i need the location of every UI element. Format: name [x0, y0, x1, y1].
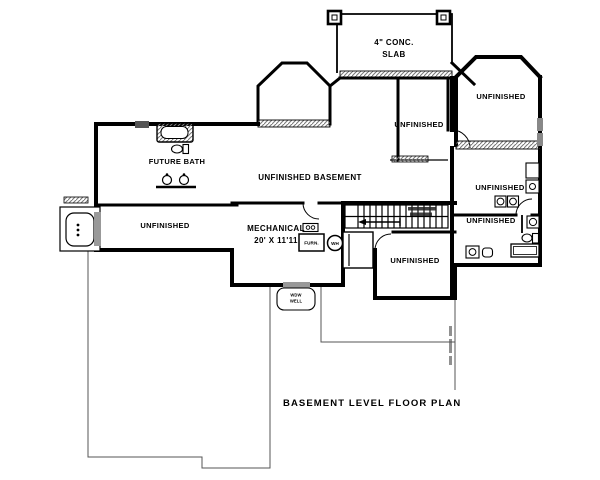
stair-note-smudge [408, 207, 436, 216]
room-label-unfinished-middle: UNFINISHED [394, 120, 444, 129]
electrical-panel-icon [302, 222, 319, 233]
corner-sink-icon [526, 215, 540, 229]
window-band [257, 119, 331, 128]
room-label-unfinished-right-lower: UNFINISHED [466, 216, 516, 225]
stairs [344, 204, 449, 229]
mechanical-fixtures: FURN. WH [298, 222, 344, 252]
window-band [391, 155, 429, 163]
room-label-unfinished-basement: UNFINISHED BASEMENT [258, 173, 362, 182]
window-right-wall [537, 133, 543, 146]
future-bath-fixtures [156, 122, 196, 189]
room-label-slab-line2: SLAB [382, 50, 405, 59]
window-well-label-line2: WELL [290, 299, 303, 304]
deck-post-right [435, 9, 452, 26]
furnace-icon: FURN. [298, 233, 325, 252]
room-label-mechanical-line2: 20' X 11'11 [254, 236, 298, 245]
room-label-future-bath: FUTURE BATH [149, 157, 206, 166]
deck-post-left [326, 9, 343, 26]
diagonal-wall [449, 60, 477, 87]
room-label-unfinished-right-upper: UNFINISHED [475, 183, 525, 192]
water-heater-icon: WH [326, 234, 344, 252]
door-arc-bottom-room [374, 233, 392, 251]
site-outline [87, 250, 456, 469]
walls [94, 55, 543, 300]
stair-direction-arrow [358, 218, 401, 226]
interior-band [455, 140, 541, 150]
window-right-wall [537, 118, 543, 131]
laundry-fixtures [494, 162, 540, 208]
room-label-unfinished-top-right: UNFINISHED [476, 92, 526, 101]
window-well-label-line1: WDW [290, 293, 301, 298]
door-arc-mechanical [302, 202, 320, 220]
well-ladder-icon [76, 223, 80, 237]
plan-title: BASEMENT LEVEL FLOOR PLAN [283, 398, 461, 409]
room-label-unfinished-left: UNFINISHED [140, 221, 190, 230]
concrete-slab-deck: 4" CONC. SLAB [326, 9, 477, 87]
room-label-mechanical-line1: MECHANICAL [247, 224, 305, 233]
egress-window [94, 212, 101, 246]
room-labels: UNFINISHED FUTURE BATH UNFINISHED BASEME… [140, 92, 526, 265]
vanity-counter-icon [510, 243, 540, 258]
window-top-wall [135, 121, 149, 128]
door-arc-right-lower [515, 198, 533, 216]
site-note-smudge [449, 326, 452, 365]
toilet-icon [521, 232, 540, 244]
water-heater-label: WH [331, 241, 339, 246]
egress-window-well-west [59, 196, 101, 252]
room-label-unfinished-bottom: UNFINISHED [390, 256, 440, 265]
room-label-slab-line1: 4" CONC. [374, 38, 413, 47]
laundry-sink-icon [465, 245, 494, 259]
window-well-south: WDW WELL [276, 287, 316, 311]
toilet-icon [170, 143, 190, 155]
double-vanity-icon [156, 173, 196, 189]
bathtub-icon [156, 122, 194, 143]
furnace-label: FURN. [304, 241, 319, 246]
window-mechanical [283, 282, 310, 288]
closet-box [342, 231, 374, 269]
bath-fixtures-right-lower [465, 215, 540, 259]
prow-bay [256, 61, 343, 128]
